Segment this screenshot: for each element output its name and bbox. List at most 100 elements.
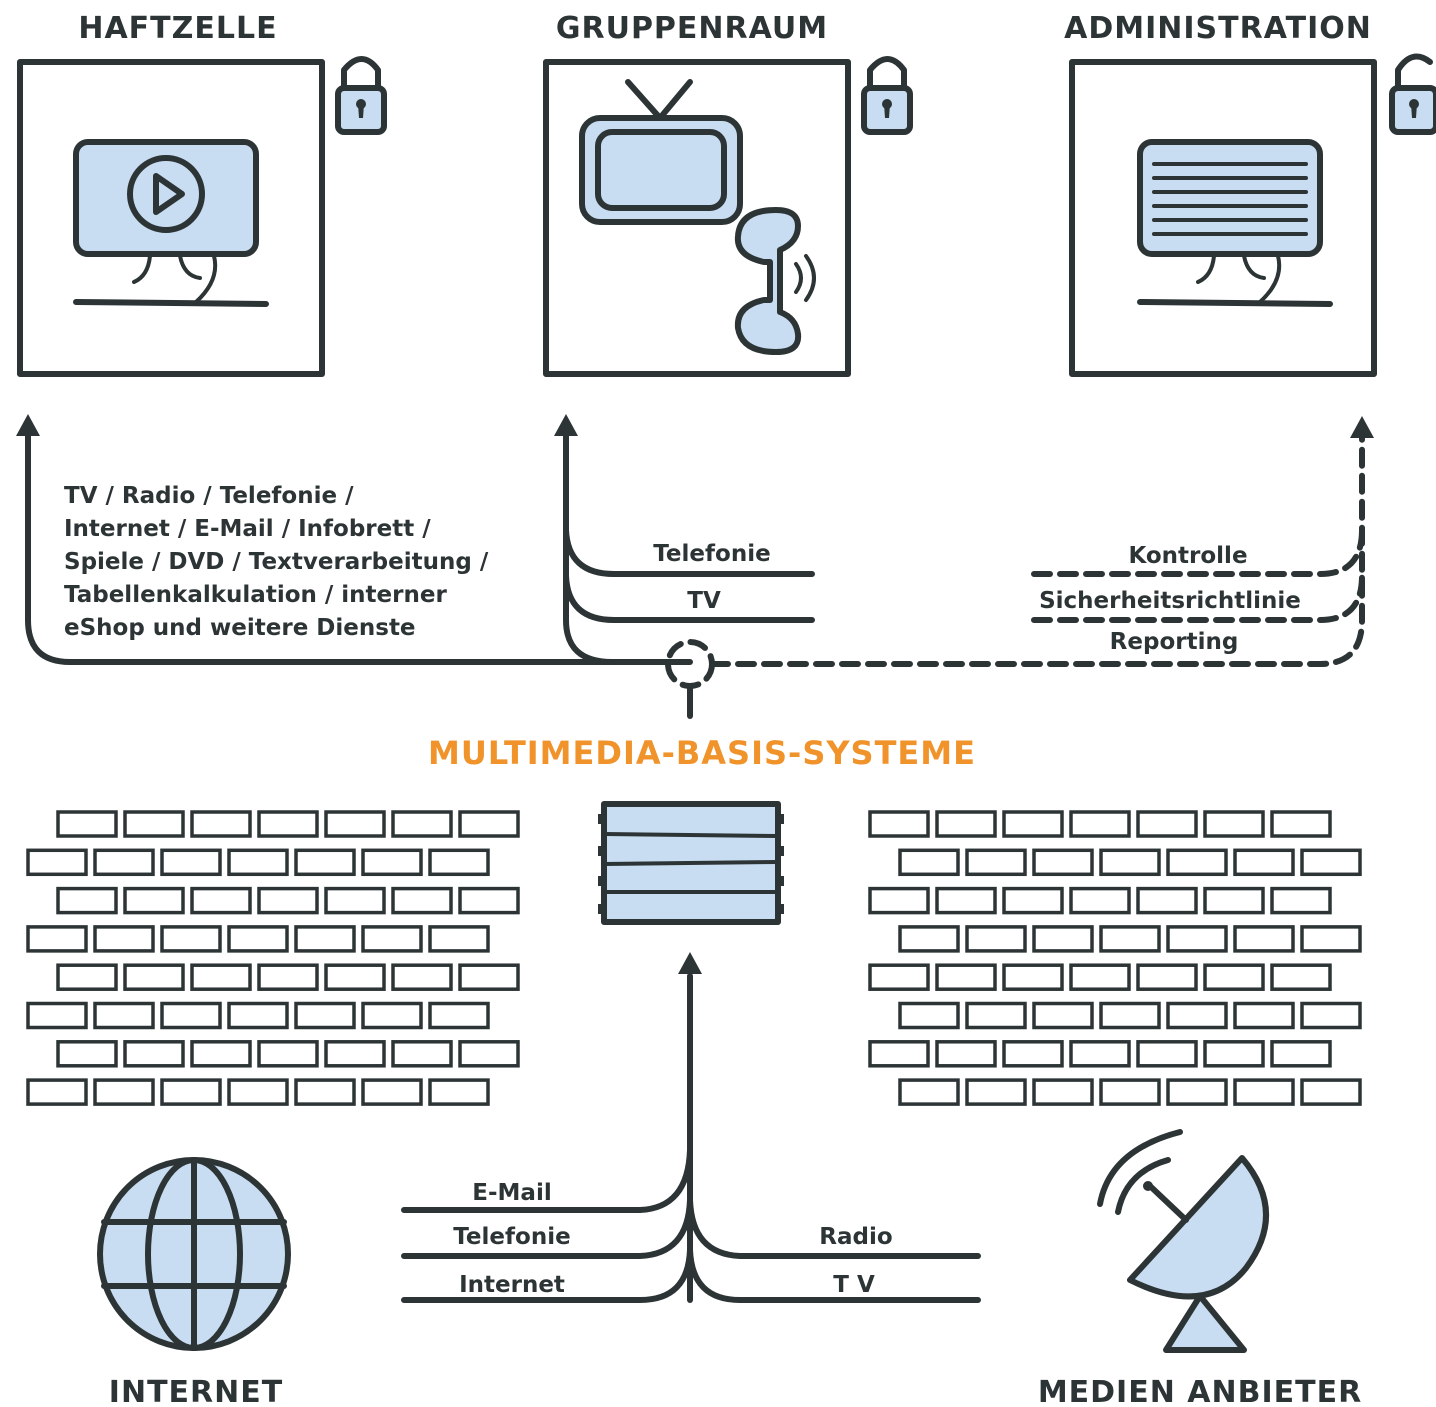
brick: [1270, 886, 1332, 915]
gruppen-telefonie-label: Telefonie: [653, 541, 770, 567]
brick: [1032, 1001, 1094, 1030]
brick: [428, 925, 490, 953]
brick: [428, 848, 490, 877]
gruppen-tv-label: TV: [687, 588, 721, 614]
brick: [391, 963, 453, 991]
monitor-play-icon: [73, 139, 269, 307]
brick: [1233, 848, 1295, 877]
brick: [1300, 1001, 1362, 1030]
brick: [93, 925, 155, 953]
brick: [868, 1040, 930, 1068]
brick-wall-left: [26, 810, 520, 1106]
brick: [361, 925, 423, 953]
brick: [160, 925, 222, 953]
brick: [190, 886, 252, 915]
brick: [227, 925, 289, 953]
brick: [1166, 1078, 1228, 1106]
brick: [1300, 848, 1362, 877]
brick: [257, 810, 319, 838]
brick: [1270, 810, 1332, 838]
arrow-up-icon: [1350, 416, 1374, 438]
services-line: TV / Radio / Telefonie /: [64, 483, 354, 509]
email-line: [401, 1147, 693, 1213]
server-icon: [598, 801, 784, 925]
brick: [93, 1001, 155, 1030]
arrow-up-icon: [678, 952, 702, 974]
brick: [1203, 810, 1265, 838]
brick: [160, 1001, 222, 1030]
brick: [898, 848, 960, 877]
brick: [1002, 1040, 1064, 1068]
brick: [391, 886, 453, 915]
monitor-text-icon: [1137, 139, 1333, 307]
brick: [1032, 1078, 1094, 1106]
brick: [123, 810, 185, 838]
brick: [1069, 1040, 1131, 1068]
brick: [1032, 848, 1094, 877]
phone-icon: [734, 207, 816, 355]
brick: [26, 848, 88, 877]
brick: [1300, 925, 1362, 953]
brick: [190, 810, 252, 838]
brick: [26, 1078, 88, 1106]
brick: [935, 1040, 997, 1068]
brick: [56, 810, 118, 838]
brick: [123, 1040, 185, 1068]
brick: [1166, 848, 1228, 877]
brick: [1203, 1040, 1265, 1068]
brick: [1069, 963, 1131, 991]
brick: [1099, 1078, 1161, 1106]
tv-bottom-label: T V: [833, 1272, 875, 1298]
haftzelle-connection-line: [25, 429, 693, 665]
telefonie-line: [563, 527, 815, 577]
brick: [1136, 886, 1198, 915]
internet-label: Internet: [459, 1272, 565, 1298]
lock-icon: [861, 56, 913, 135]
brick: [160, 1078, 222, 1106]
brick: [1270, 1040, 1332, 1068]
brick: [93, 1078, 155, 1106]
services-list: TV / Radio / Telefonie / Internet / E-Ma…: [64, 483, 489, 641]
brick: [898, 925, 960, 953]
brick: [227, 848, 289, 877]
arrow-up-icon: [16, 414, 40, 436]
brick: [1099, 925, 1161, 953]
brick: [391, 810, 453, 838]
brick: [56, 1040, 118, 1068]
kontrolle-line: [1031, 527, 1365, 577]
gruppenraum-title: GRUPPENRAUM: [556, 11, 828, 46]
tv-icon: [579, 79, 743, 225]
multimedia-basis-systeme-title: MULTIMEDIA-BASIS-SYSTEME: [428, 734, 976, 772]
services-line: Internet / E-Mail / Infobrett /: [64, 516, 431, 542]
brick: [160, 848, 222, 877]
telefonie-bottom-label: Telefonie: [453, 1224, 570, 1250]
brick: [1136, 1040, 1198, 1068]
brick: [56, 886, 118, 915]
brick: [26, 1001, 88, 1030]
brick: [324, 810, 386, 838]
administration-title: ADMINISTRATION: [1064, 11, 1372, 46]
brick: [935, 886, 997, 915]
brick: [1233, 925, 1295, 953]
satellite-dish-icon: [1097, 1129, 1269, 1353]
medien-anbieter-title: MEDIEN ANBIETER: [1038, 1375, 1362, 1407]
brick: [123, 886, 185, 915]
brick: [1166, 925, 1228, 953]
brick: [1270, 963, 1332, 991]
brick: [428, 1078, 490, 1106]
brick: [935, 810, 997, 838]
brick: [1069, 886, 1131, 915]
brick: [935, 963, 997, 991]
brick: [1300, 1078, 1362, 1106]
brick: [257, 1040, 319, 1068]
brick: [458, 810, 520, 838]
brick: [26, 925, 88, 953]
brick: [324, 1040, 386, 1068]
tv-bottom-line: [687, 1247, 981, 1303]
administration-box: [1069, 59, 1377, 377]
brick: [1069, 810, 1131, 838]
haftzelle-title: HAFTZELLE: [78, 11, 277, 46]
brick: [458, 963, 520, 991]
brick: [898, 1078, 960, 1106]
gruppenraum-connection-line: [563, 429, 615, 665]
